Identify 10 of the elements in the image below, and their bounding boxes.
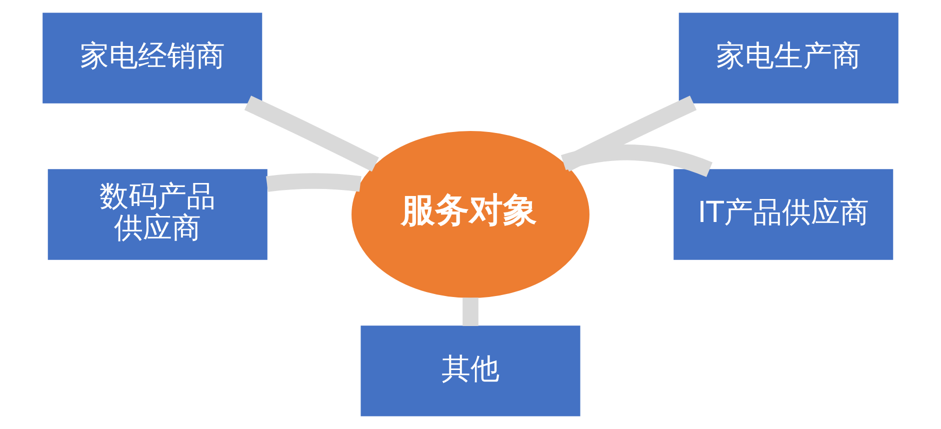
node-box: 数码产品供应商 <box>48 169 268 260</box>
node-box: 家电经销商 <box>42 12 262 104</box>
node-box: IT产品供应商 <box>674 169 894 260</box>
connector <box>462 298 478 326</box>
connector <box>266 173 362 192</box>
node-ellipse: 服务对象 <box>352 131 590 298</box>
connector <box>561 144 712 178</box>
connector <box>244 96 379 172</box>
node-box: 家电生产商 <box>678 12 898 104</box>
node-box: 其他 <box>360 326 580 416</box>
